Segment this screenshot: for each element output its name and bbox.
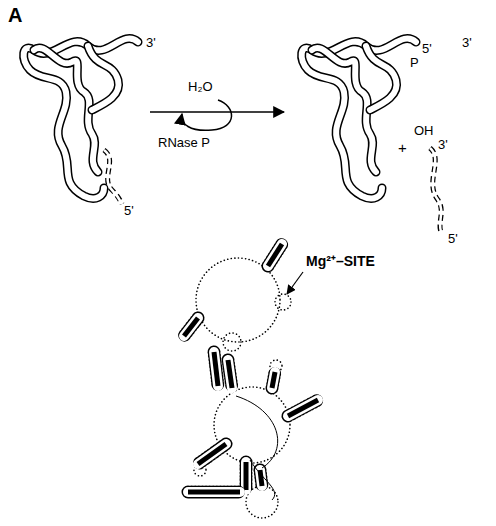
trna-ribbon xyxy=(78,0,416,198)
hydroxyl-label: OH xyxy=(414,124,434,138)
leader-arrow xyxy=(287,272,303,294)
end-label: 5' xyxy=(448,232,458,246)
rna-secondary-structure xyxy=(184,244,318,518)
end-label: 3' xyxy=(462,36,472,50)
panel-letter: A xyxy=(8,4,22,26)
enzyme-label: RNase P xyxy=(158,136,210,150)
phosphate-label: P xyxy=(410,56,419,70)
end-label: 5' xyxy=(124,204,134,218)
trna-ribbon xyxy=(24,39,138,204)
end-label: 3' xyxy=(146,36,156,50)
reagent-label: H₂O xyxy=(188,80,213,94)
site-label: Mg²⁺–SITE xyxy=(306,254,375,269)
end-label: 3' xyxy=(438,138,448,152)
catalyst-loop xyxy=(182,100,232,130)
reaction-arrow xyxy=(150,111,284,113)
plus-sign: + xyxy=(398,140,407,157)
end-label: 5' xyxy=(422,42,432,56)
